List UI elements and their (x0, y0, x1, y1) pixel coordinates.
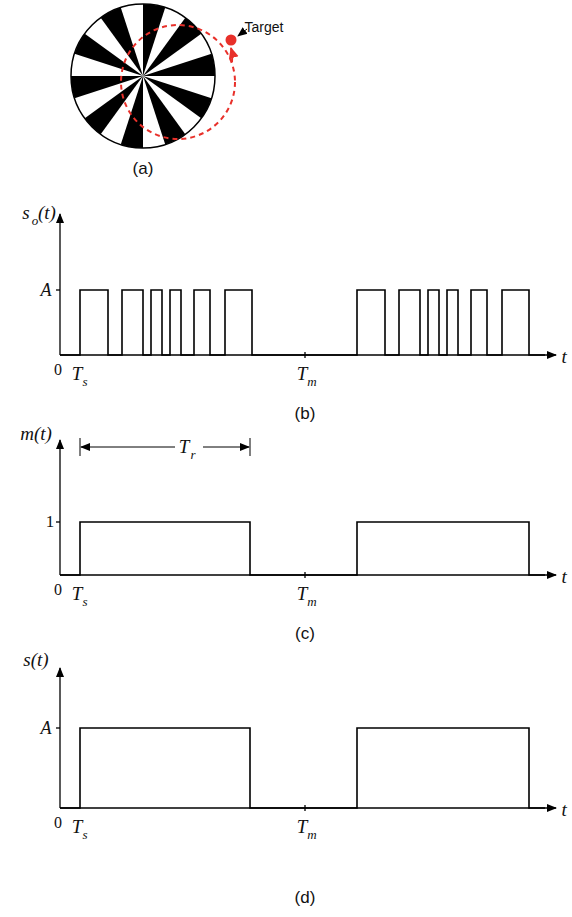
panel-label: (a) (133, 160, 154, 177)
amplitude-label: A (41, 281, 52, 299)
axis-label: t (561, 347, 566, 366)
panel-label: (c) (295, 625, 315, 642)
time-subscript: m (307, 375, 316, 388)
signal-name: m(t) (20, 424, 52, 443)
time-subscript: s (83, 595, 88, 608)
period-subscript: r (191, 448, 196, 461)
period-label: T (179, 437, 190, 456)
time-label: T (72, 817, 83, 836)
rotation-arrow (231, 48, 232, 62)
origin-label: 0 (54, 582, 62, 598)
time-label: T (297, 364, 308, 383)
target-dot (226, 35, 237, 46)
origin-label: 0 (54, 815, 62, 831)
panel-label: (b) (295, 405, 316, 422)
time-label: T (72, 364, 83, 383)
amplitude-label: A (41, 719, 52, 737)
reticle-sector (143, 76, 185, 144)
plot-b (56, 214, 556, 358)
target-path (121, 25, 235, 139)
signal-name: (t) (38, 203, 56, 222)
signal-subscript: o (32, 214, 39, 227)
amplitude-label: 1 (46, 513, 55, 530)
reticle-sector (101, 8, 143, 76)
signal-name: s(t) (23, 650, 48, 669)
reticle-sector (143, 54, 215, 76)
time-subscript: m (307, 595, 316, 608)
plot-d (56, 668, 556, 811)
time-label: T (297, 584, 308, 603)
time-subscript: s (83, 828, 88, 841)
plot-c (56, 438, 556, 578)
target-label: Target (245, 20, 284, 34)
panel-label: (d) (295, 889, 316, 906)
axis-label: t (561, 800, 566, 819)
time-subscript: s (83, 375, 88, 388)
time-label: T (297, 817, 308, 836)
time-subscript: m (307, 828, 316, 841)
signal-name: s (22, 203, 29, 222)
origin-label: 0 (54, 362, 62, 378)
time-label: T (72, 584, 83, 603)
axis-label: t (561, 567, 566, 586)
reticle-sector (71, 76, 143, 98)
